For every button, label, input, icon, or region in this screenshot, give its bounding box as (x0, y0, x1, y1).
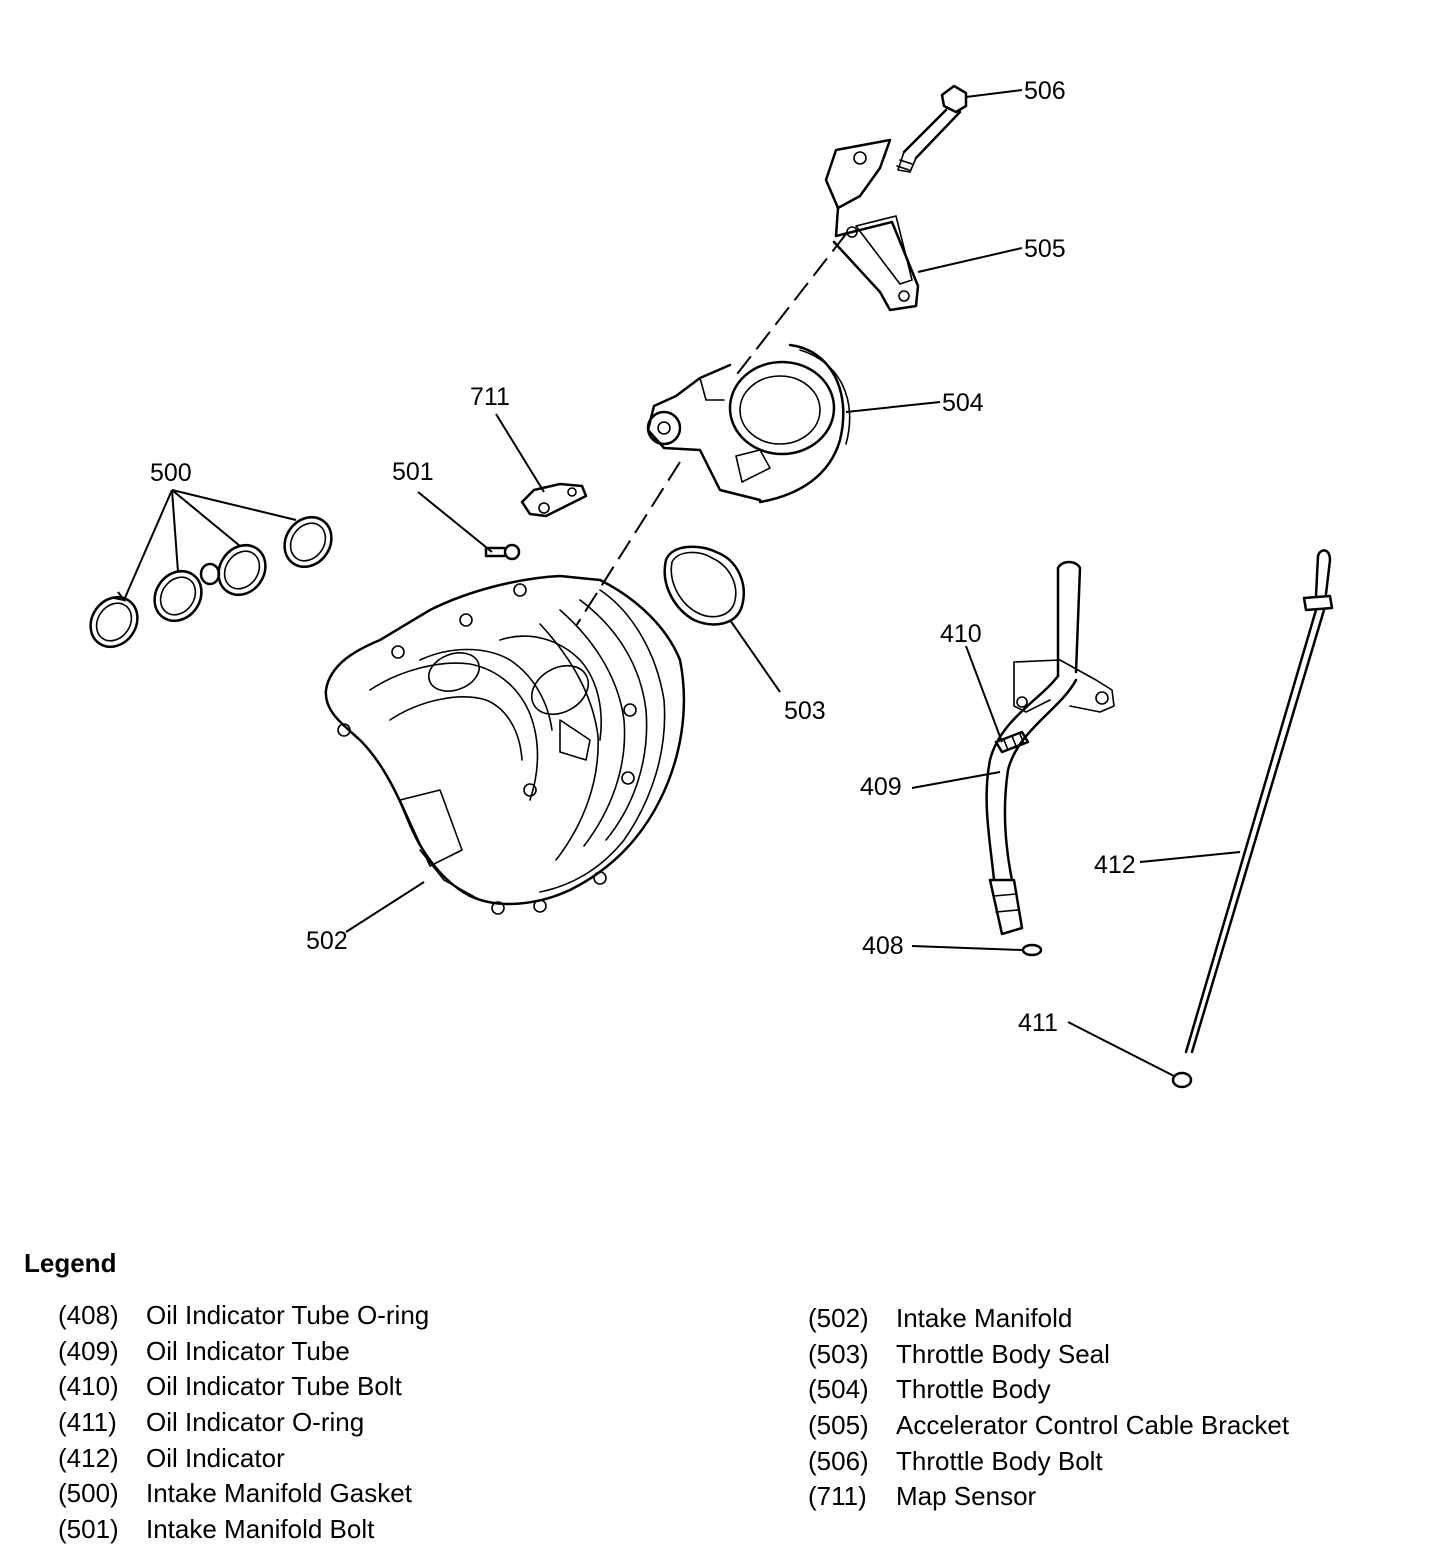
callout-411: 411 (1018, 1009, 1058, 1037)
legend-name: Map Sensor (896, 1481, 1037, 1512)
legend-name: Oil Indicator Tube (146, 1335, 350, 1366)
intake-manifold-502 (324, 574, 686, 915)
accelerator-cable-bracket-505 (824, 138, 920, 312)
callout-502: 502 (306, 927, 348, 955)
legend-code: (411) (58, 1407, 117, 1438)
legend-name: Intake Manifold Gasket (146, 1478, 412, 1509)
intake-manifold-gaskets-500 (89, 515, 333, 649)
legend-code: (506) (808, 1445, 869, 1476)
legend-item: (502) Intake Manifold (808, 1301, 1289, 1337)
callout-711: 711 (470, 383, 510, 411)
legend-item: (505) Accelerator Control Cable Bracket (808, 1408, 1289, 1444)
legend-code: (505) (808, 1410, 869, 1441)
throttle-body-504 (646, 343, 851, 504)
legend-name: Intake Manifold (896, 1303, 1073, 1333)
legend-item: (412) Oil Indicator (58, 1441, 429, 1477)
legend-code: (503) (808, 1338, 869, 1369)
assembly-line-bracket-throttle (733, 233, 847, 379)
throttle-body-seal-503 (663, 545, 745, 626)
oil-indicator-tube-bolt-410 (994, 730, 1030, 754)
legend-name: Throttle Body Seal (896, 1338, 1110, 1369)
legend-name: Oil Indicator (146, 1442, 285, 1473)
legend-code: (410) (58, 1371, 119, 1402)
legend-right-column: (502) Intake Manifold (503) Throttle Body … (808, 1301, 1289, 1515)
map-sensor-711 (520, 482, 588, 518)
callout-503: 503 (784, 697, 826, 725)
legend-code: (412) (58, 1442, 119, 1473)
callout-410: 410 (940, 620, 982, 648)
legend-code: (408) (58, 1300, 119, 1330)
legend-item: (410) Oil Indicator Tube Bolt (58, 1369, 429, 1405)
oil-indicator-tube-oring-408 (1021, 943, 1043, 957)
legend-code: (504) (808, 1374, 869, 1405)
legend-item: (506) Throttle Body Bolt (808, 1444, 1289, 1480)
legend-name: Throttle Body Bolt (896, 1445, 1103, 1476)
legend-name: Oil Indicator Tube O-ring (146, 1300, 430, 1330)
legend-item: (503) Throttle Body Seal (808, 1337, 1289, 1373)
legend-name: Accelerator Control Cable Bracket (896, 1410, 1290, 1441)
throttle-body-bolt-506 (896, 84, 968, 173)
legend-code: (409) (58, 1335, 119, 1366)
legend-item: (501) Intake Manifold Bolt (58, 1512, 429, 1548)
callout-408: 408 (862, 932, 904, 960)
legend-left-column: (408) Oil Indicator Tube O-ring (409) Oil … (58, 1298, 429, 1548)
legend-name: Intake Manifold Bolt (146, 1514, 375, 1545)
callout-412: 412 (1094, 851, 1136, 879)
legend-name: Throttle Body (896, 1374, 1051, 1405)
callout-505: 505 (1024, 235, 1066, 263)
legend-name: Oil Indicator O-ring (146, 1407, 365, 1438)
oil-indicator-oring-411 (1171, 1071, 1193, 1089)
legend-item: (409) Oil Indicator Tube (58, 1334, 429, 1370)
callout-501: 501 (392, 458, 434, 486)
legend-item: (711) Map Sensor (808, 1479, 1289, 1515)
legend-code: (711) (808, 1481, 867, 1512)
callout-506: 506 (1024, 77, 1066, 105)
callout-504: 504 (942, 389, 984, 417)
legend-name: Oil Indicator Tube Bolt (146, 1371, 402, 1402)
legend-code: (502) (808, 1303, 869, 1333)
callout-409: 409 (860, 773, 902, 801)
legend-item: (500) Intake Manifold Gasket (58, 1476, 429, 1512)
legend-item: (408) Oil Indicator Tube O-ring (58, 1298, 429, 1334)
legend-item: (504) Throttle Body (808, 1372, 1289, 1408)
legend-code: (500) (58, 1478, 119, 1509)
assembly-line-throttle-manifold (575, 461, 681, 627)
oil-indicator-tube-409 (985, 560, 1115, 936)
legend-title: Legend (24, 1248, 117, 1278)
legend-item: (411) Oil Indicator O-ring (58, 1405, 429, 1441)
intake-manifold-bolt-501 (484, 543, 521, 561)
callout-500: 500 (150, 459, 192, 487)
leader-lines (113, 89, 1241, 1077)
legend-code: (501) (58, 1514, 119, 1545)
exploded-parts-diagram: 506 505 504 711 500 501 503 410 409 412 … (89, 77, 1334, 1089)
oil-indicator-412 (1184, 549, 1334, 1054)
